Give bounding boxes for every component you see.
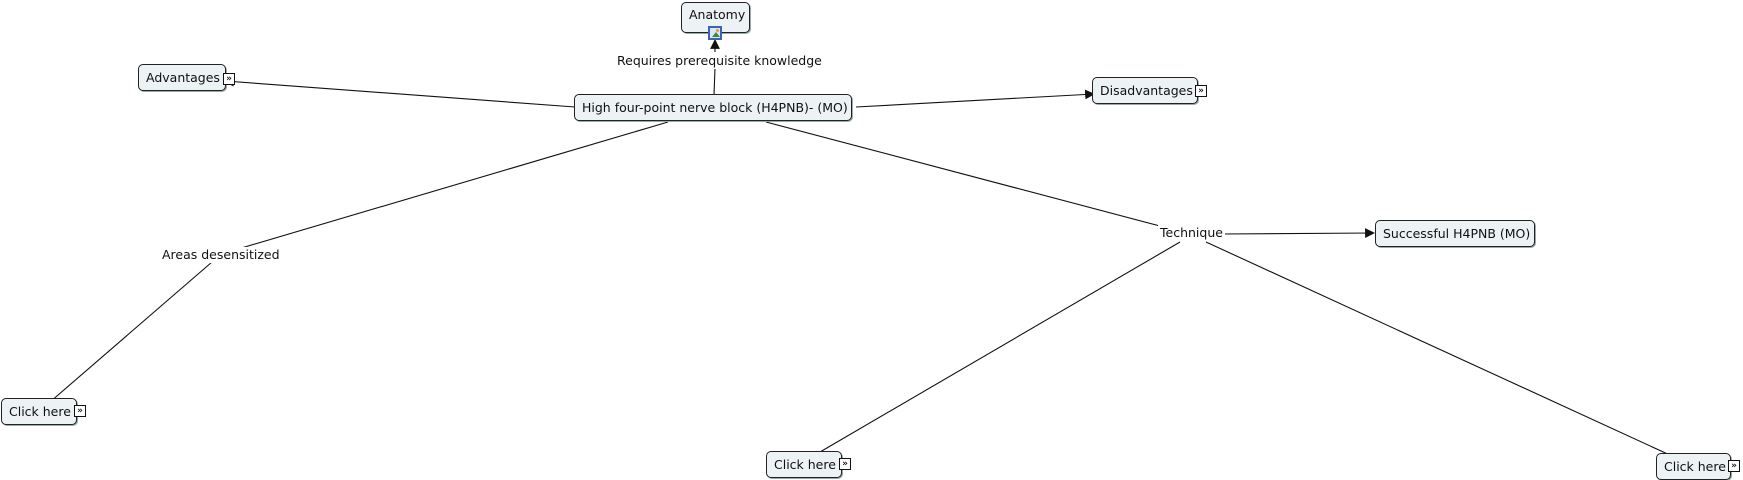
concept-click-right-label: Click here	[1664, 459, 1726, 474]
link-main-requires	[713, 67, 716, 96]
linking-phrase-requires: Requires prerequisite knowledge	[615, 53, 824, 69]
concept-anatomy-label: Anatomy	[689, 7, 746, 22]
concept-click-middle-label: Click here	[774, 457, 836, 472]
link-technique-click-middle	[819, 241, 1181, 453]
concept-advantages-label: Advantages	[146, 70, 220, 85]
resource-icon-click-right[interactable]: »	[1728, 460, 1740, 472]
image-icon[interactable]	[708, 26, 722, 40]
link-main-technique	[765, 121, 1161, 227]
linking-phrase-areas: Areas desensitized	[160, 247, 282, 263]
link-main-disadvantages	[855, 89, 1095, 108]
concept-successful-label: Successful H4PNB (MO)	[1383, 226, 1531, 241]
concept-main[interactable]: High four-point nerve block (H4PNB)- (MO…	[574, 94, 852, 121]
concept-successful[interactable]: Successful H4PNB (MO)	[1375, 220, 1535, 247]
concept-click-right[interactable]: Click here	[1656, 453, 1731, 480]
link-technique-successful	[1221, 228, 1375, 239]
concept-main-label: High four-point nerve block (H4PNB)- (MO…	[582, 100, 848, 115]
concept-click-left-label: Click here	[9, 404, 71, 419]
resource-icon-click-left[interactable]: »	[74, 405, 86, 417]
resource-icon-disadvantages[interactable]: »	[1195, 85, 1207, 97]
concept-advantages[interactable]: Advantages	[138, 64, 226, 91]
concept-disadvantages-label: Disadvantages	[1100, 83, 1193, 98]
link-main-advantages	[224, 76, 576, 108]
concept-click-middle[interactable]: Click here	[766, 451, 842, 478]
concept-click-left[interactable]: Click here	[1, 398, 77, 425]
link-areas-click-left	[49, 261, 213, 403]
linking-phrase-technique: Technique	[1158, 225, 1225, 241]
link-technique-click-right	[1205, 241, 1673, 457]
resource-icon-advantages[interactable]: »	[223, 73, 235, 85]
concept-disadvantages[interactable]: Disadvantages	[1092, 77, 1198, 104]
resource-icon-click-middle[interactable]: »	[839, 458, 851, 470]
link-main-areas	[237, 121, 669, 250]
